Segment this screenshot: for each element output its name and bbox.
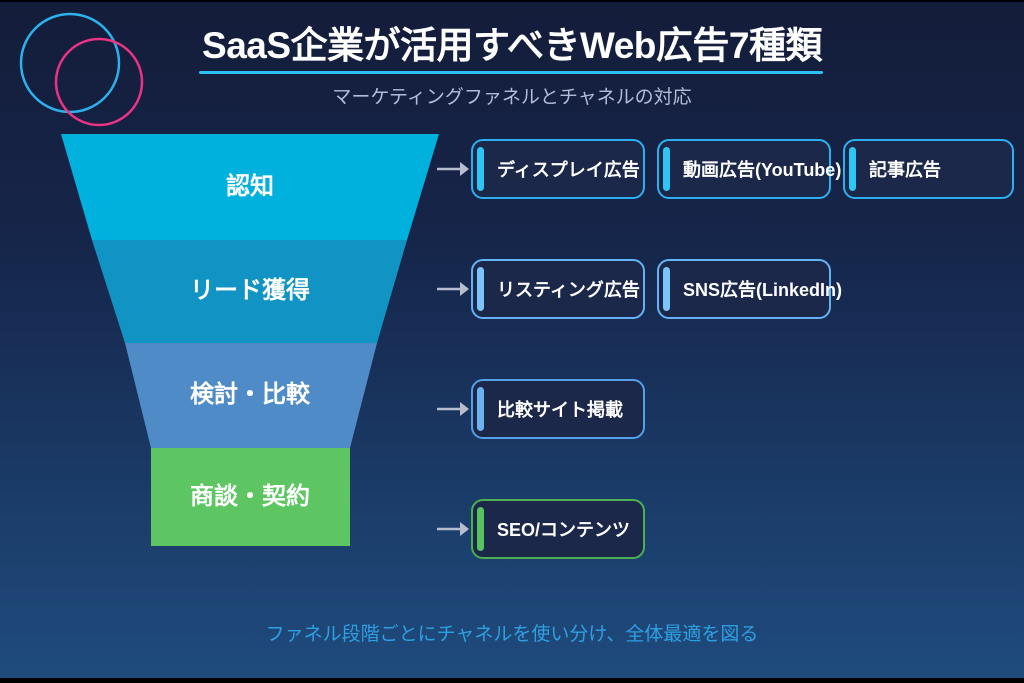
channel-label: 比較サイト掲載: [497, 400, 623, 420]
funnel-chart: [61, 134, 439, 546]
letterbox-bottom: [0, 678, 1024, 683]
accent-bar: [477, 267, 484, 311]
channel-box-listing-ads: リスティング広告: [471, 259, 645, 319]
channel-box-seo-content: SEO/コンテンツ: [471, 499, 645, 559]
pink-circle-icon: [54, 37, 144, 127]
funnel-label-awareness: 認知: [226, 173, 274, 200]
channel-label: SNS広告(LinkedIn): [683, 280, 843, 300]
channel-box-display-ads: ディスプレイ広告: [471, 139, 645, 199]
funnel-stage-consideration: [125, 343, 377, 448]
title-underline: [199, 71, 823, 74]
arrow-right-icon: [437, 282, 469, 296]
cyan-circle-icon: [19, 12, 121, 114]
funnel-stage-deal: [151, 448, 350, 546]
channel-label: 記事広告: [869, 160, 941, 180]
overlapping-circles-logo: [19, 12, 144, 127]
accent-bar: [477, 147, 484, 191]
funnel-label-consideration: 検討・比較: [190, 381, 310, 408]
funnel-stage-lead: [92, 240, 407, 343]
funnel-stage-awareness: [61, 134, 439, 240]
arrow-right-icon: [437, 162, 469, 176]
page-subtitle: マーケティングファネルとチャネルの対応: [332, 87, 692, 108]
channel-label: SEO/コンテンツ: [497, 520, 631, 540]
channel-box-video-ads: 動画広告(YouTube): [657, 139, 841, 199]
accent-bar: [477, 507, 484, 551]
funnel-label-lead: リード獲得: [190, 277, 310, 304]
channel-label: リスティング広告: [497, 280, 640, 300]
arrow-right-icon: [437, 402, 469, 416]
accent-bar: [477, 387, 484, 431]
accent-bar: [663, 267, 670, 311]
page-title: SaaS企業が活用すべきWeb広告7種類: [202, 25, 822, 66]
letterbox-top: [0, 0, 1024, 2]
arrow-right-icon: [437, 522, 469, 536]
footer-note: ファネル段階ごとにチャネルを使い分け、全体最適を図る: [265, 624, 759, 645]
channel-label: ディスプレイ広告: [497, 160, 640, 180]
channel-label: 動画広告(YouTube): [683, 160, 842, 180]
accent-bar: [849, 147, 856, 191]
funnel-label-deal: 商談・契約: [190, 483, 310, 510]
channel-box-article-ads: 記事広告: [843, 139, 1014, 199]
accent-bar: [663, 147, 670, 191]
channel-box-comparison-site: 比較サイト掲載: [471, 379, 645, 439]
channel-box-sns-ads: SNS広告(LinkedIn): [657, 259, 842, 319]
